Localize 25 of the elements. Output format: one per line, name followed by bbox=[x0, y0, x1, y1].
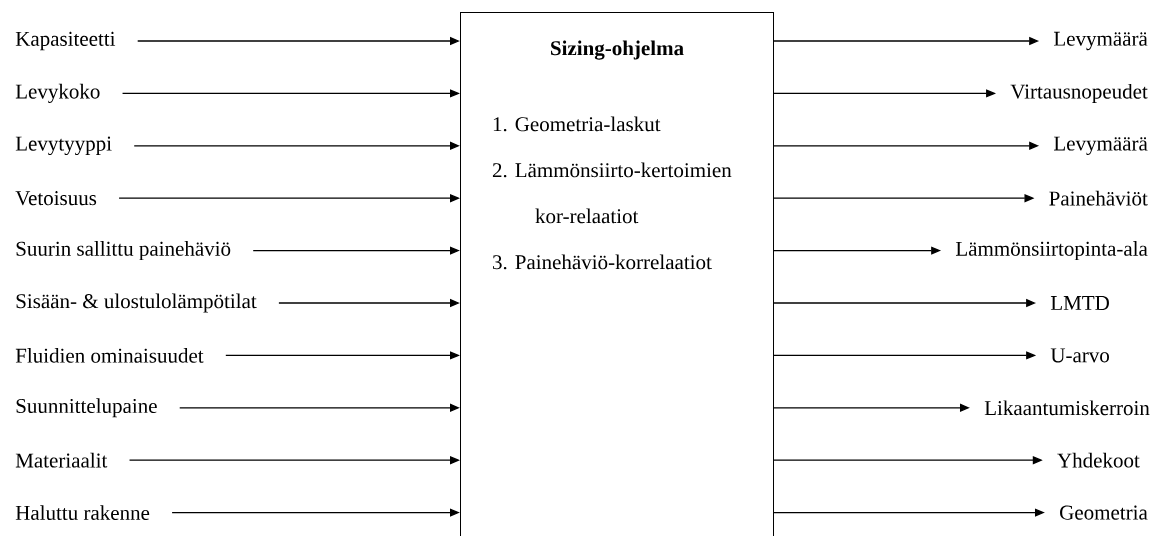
output-label: LMTD bbox=[1050, 296, 1109, 310]
output-label: Virtausnopeudet bbox=[1010, 83, 1148, 103]
list-item: 3. Painehäviö-korrelaatiot bbox=[493, 254, 712, 270]
output-label: Levymäärä bbox=[1054, 136, 1148, 155]
input-label: Fluidien ominaisuudet bbox=[15, 348, 204, 363]
output-label: U-arvo bbox=[1050, 348, 1109, 363]
input-label: Haluttu rakenne bbox=[15, 505, 150, 520]
input-label: Materiaalit bbox=[15, 452, 108, 468]
input-label: Kapasiteetti bbox=[15, 31, 116, 51]
output-label: Yhdekoot bbox=[1057, 452, 1140, 468]
output-label: Painehäviöt bbox=[1049, 190, 1148, 206]
list-item: 2. Lämmönsiirto-kertoimien kor-relaatiot bbox=[492, 162, 732, 224]
input-label: Vetoisuus bbox=[15, 191, 97, 206]
output-label: Lämmönsiirtopinta-ala bbox=[956, 241, 1148, 261]
box-title: Sizing-ohjelma bbox=[551, 40, 684, 60]
output-label: Geometria bbox=[1060, 505, 1148, 520]
list-item: 1. Geometria-laskut bbox=[493, 116, 661, 132]
input-label: Levytyyppi bbox=[15, 136, 112, 155]
output-label: Levymäärä bbox=[1054, 31, 1148, 51]
input-label: Suurin sallittu painehäviö bbox=[16, 241, 231, 261]
input-label: Sisään- & ulostulolämpötilat bbox=[16, 293, 257, 313]
output-label: Likaantumiskerroin bbox=[984, 400, 1150, 416]
input-label: Suunnittelupaine bbox=[16, 398, 157, 418]
program-box bbox=[460, 12, 774, 536]
input-label: Levykoko bbox=[15, 83, 100, 103]
